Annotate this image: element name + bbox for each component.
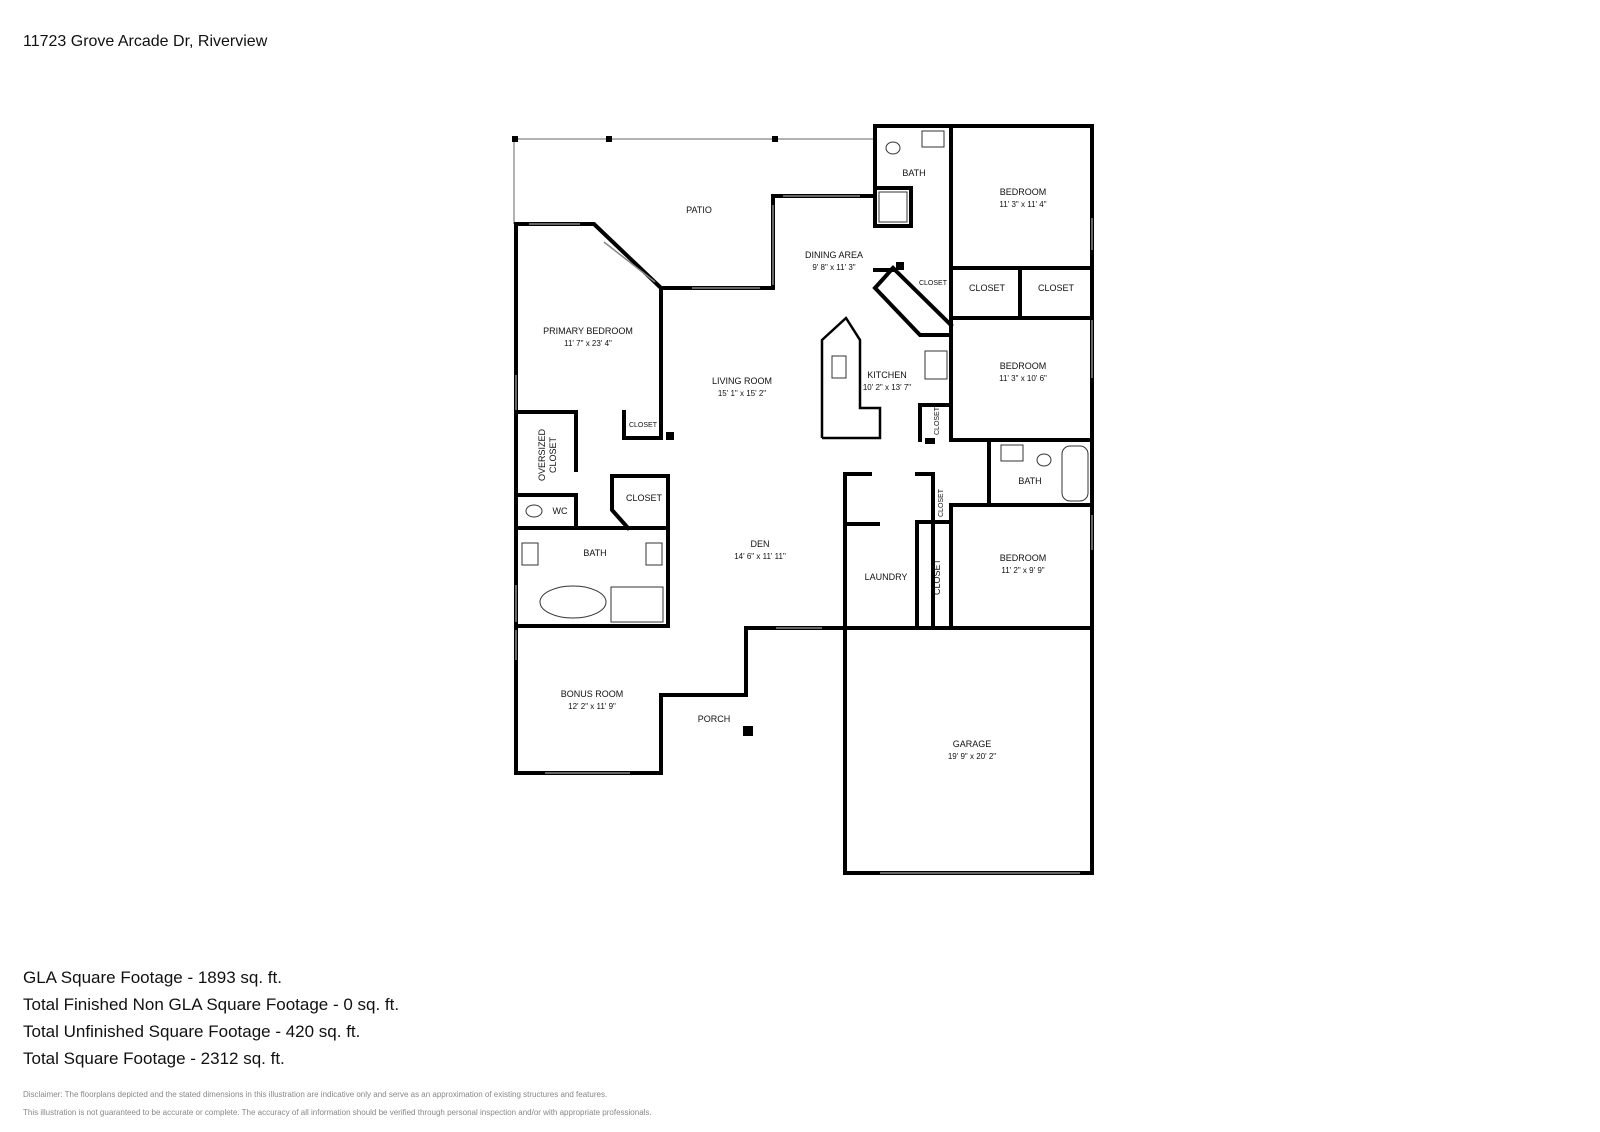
room-garage-dims: 19' 9" x 20' 2" bbox=[948, 752, 996, 761]
room-den: DEN bbox=[750, 539, 769, 549]
room-closet-a: CLOSET bbox=[969, 283, 1006, 293]
room-bonus-dims: 12' 2" x 11' 9" bbox=[568, 702, 616, 711]
room-bedroom-1-dims: 11' 3" x 11' 4" bbox=[999, 200, 1046, 209]
room-bath-mid: BATH bbox=[1018, 476, 1041, 486]
disclaimer-line-1: Disclaimer: The floorplans depicted and … bbox=[23, 1090, 608, 1099]
sink-primary-icon bbox=[521, 542, 539, 566]
room-dining: DINING AREA bbox=[805, 250, 863, 260]
room-bedroom-2: BEDROOM bbox=[1000, 361, 1047, 371]
room-closet-kitchen: CLOSET bbox=[934, 406, 941, 435]
unfinished-footage: Total Unfinished Square Footage - 420 sq… bbox=[23, 1022, 361, 1041]
room-labels: PATIO BATH BEDROOM 11' 3" x 11' 4" DININ… bbox=[537, 168, 1075, 761]
room-closet-primary-small: CLOSET bbox=[629, 422, 658, 429]
room-bedroom-3-dims: 11' 2" x 9' 9" bbox=[1001, 566, 1044, 575]
patio-outline bbox=[512, 136, 875, 224]
room-garage: GARAGE bbox=[953, 739, 992, 749]
room-primary-bedroom: PRIMARY BEDROOM bbox=[543, 326, 633, 336]
sink-primary2-icon bbox=[645, 542, 663, 566]
room-oversized-closet-2: CLOSET bbox=[548, 436, 558, 473]
room-patio: PATIO bbox=[686, 205, 712, 215]
room-bath-top: BATH bbox=[902, 168, 925, 178]
shower-icon bbox=[610, 586, 664, 623]
toilet-top-icon bbox=[885, 141, 901, 155]
non-gla-footage: Total Finished Non GLA Square Footage - … bbox=[23, 995, 400, 1014]
sink-icon bbox=[921, 130, 945, 148]
room-porch: PORCH bbox=[698, 714, 731, 724]
gla-footage: GLA Square Footage - 1893 sq. ft. bbox=[23, 968, 282, 987]
room-bedroom-1: BEDROOM bbox=[1000, 187, 1047, 197]
room-closet-hall: CLOSET bbox=[938, 488, 945, 517]
stove-icon bbox=[924, 350, 948, 380]
kitchen-sink-icon bbox=[831, 355, 847, 379]
toilet-mid-icon bbox=[1036, 453, 1052, 467]
room-closet-small-top: CLOSET bbox=[919, 280, 948, 287]
total-footage: Total Square Footage - 2312 sq. ft. bbox=[23, 1049, 285, 1068]
tub-icon bbox=[539, 585, 607, 619]
room-kitchen-dims: 10' 2" x 13' 7" bbox=[863, 383, 911, 392]
tub-mid-icon bbox=[1061, 445, 1089, 502]
disclaimer: Disclaimer: The floorplans depicted and … bbox=[23, 1086, 652, 1122]
room-den-dims: 14' 6" x 11' 11" bbox=[734, 552, 786, 561]
room-kitchen: KITCHEN bbox=[867, 370, 907, 380]
walls bbox=[514, 124, 1094, 875]
room-bedroom-3: BEDROOM bbox=[1000, 553, 1047, 563]
room-bedroom-2-dims: 11' 3" x 10' 6" bbox=[999, 374, 1047, 383]
windows bbox=[515, 195, 1093, 874]
toilet-wc-icon bbox=[525, 504, 543, 518]
room-primary-bedroom-dims: 11' 7" x 23' 4" bbox=[564, 339, 612, 348]
shower-top-icon bbox=[878, 191, 908, 223]
sink-mid-icon bbox=[1000, 444, 1024, 462]
room-bath-primary: BATH bbox=[583, 548, 606, 558]
room-laundry: LAUNDRY bbox=[865, 572, 908, 582]
room-wc: WC bbox=[553, 506, 568, 516]
room-dining-dims: 9' 8" x 11' 3" bbox=[812, 263, 855, 272]
room-bonus: BONUS ROOM bbox=[561, 689, 624, 699]
property-address: 11723 Grove Arcade Dr, Riverview bbox=[23, 33, 268, 50]
fixtures bbox=[521, 130, 1089, 623]
room-closet-primary: CLOSET bbox=[626, 493, 663, 503]
room-living: LIVING ROOM bbox=[712, 376, 772, 386]
disclaimer-line-2: This illustration is not guaranteed to b… bbox=[23, 1108, 652, 1117]
room-closet-bed3: CLOSET bbox=[932, 558, 942, 595]
square-footage-summary: GLA Square Footage - 1893 sq. ft. Total … bbox=[23, 964, 399, 1072]
room-closet-b: CLOSET bbox=[1038, 283, 1075, 293]
room-oversized-closet-1: OVERSIZED bbox=[537, 428, 547, 481]
room-living-dims: 15' 1" x 15' 2" bbox=[718, 389, 766, 398]
